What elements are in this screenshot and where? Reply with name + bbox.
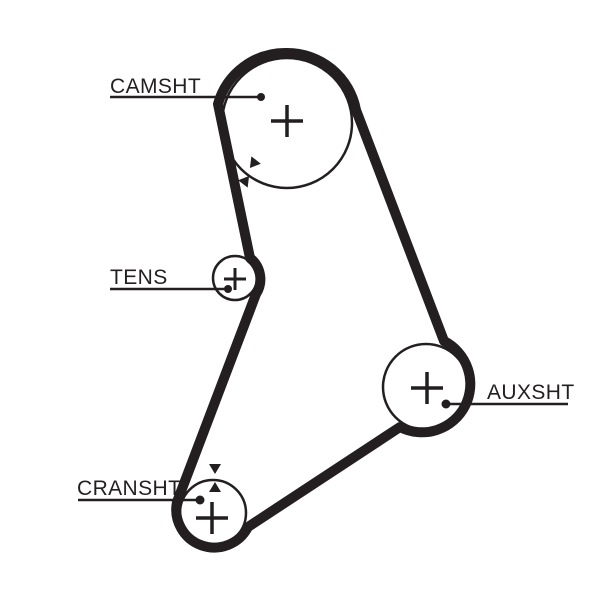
crankshaft-label: CRANSHT bbox=[77, 477, 182, 500]
camshaft-leader-dot bbox=[257, 93, 265, 101]
tensioner-crosshair-icon bbox=[224, 268, 246, 290]
tensioner-leader-dot bbox=[224, 285, 232, 293]
camshaft-timing-mark-lower-icon bbox=[238, 176, 250, 188]
camshaft-timing-mark-upper-icon bbox=[249, 156, 261, 168]
aux-shaft-label: AUXSHT bbox=[487, 381, 575, 404]
crankshaft-timing-mark-lower-icon bbox=[209, 482, 221, 492]
camshaft-label: CAMSHT bbox=[110, 75, 202, 98]
timing-belt-path bbox=[171, 47, 476, 553]
crankshaft-crosshair-icon bbox=[196, 502, 228, 534]
crankshaft-leader-dot bbox=[195, 495, 205, 505]
aux-shaft-crosshair-icon bbox=[411, 372, 443, 404]
tensioner-label: TENS bbox=[110, 266, 168, 289]
aux-shaft-leader-dot bbox=[441, 399, 451, 409]
crankshaft-timing-mark-upper-icon bbox=[209, 464, 221, 474]
camshaft-crosshair-icon bbox=[271, 105, 303, 137]
